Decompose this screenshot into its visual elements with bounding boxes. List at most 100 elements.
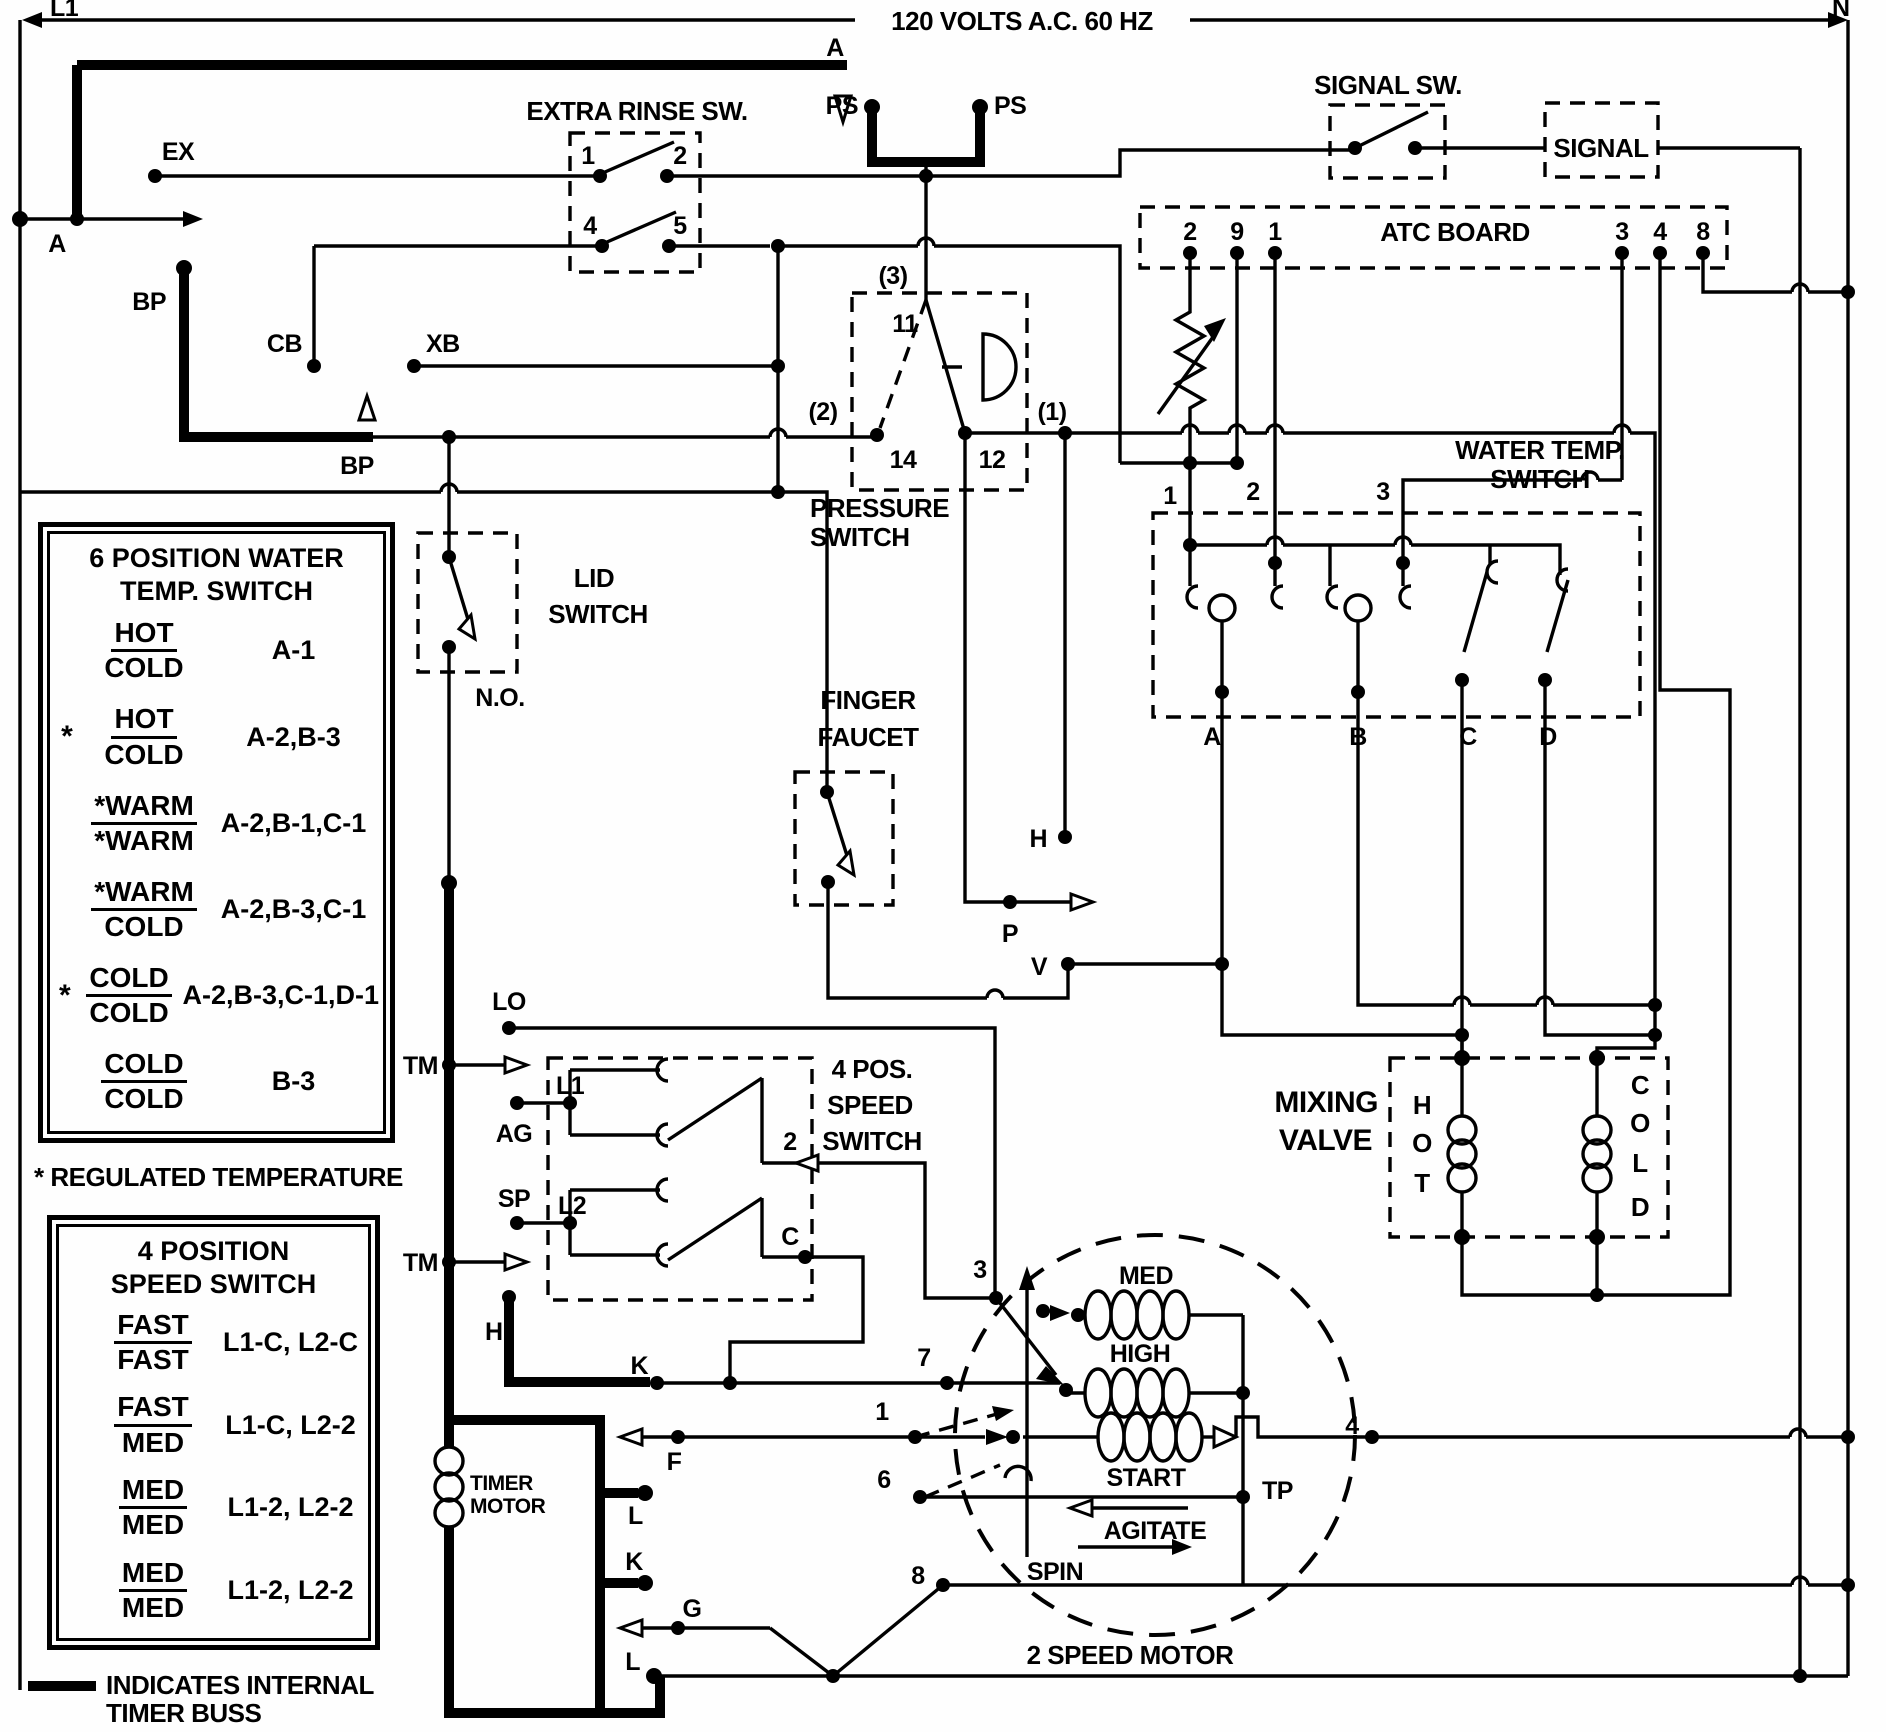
label-signal: SIGNAL <box>1553 133 1649 163</box>
label-wt-3: 3 <box>1376 478 1389 506</box>
label-4pos: 4 POS. <box>832 1054 913 1084</box>
label-agitate: AGITATE <box>1104 1517 1207 1545</box>
f-arrow-icon <box>615 1426 644 1448</box>
label-cb: CB <box>267 330 302 358</box>
label-start: START <box>1107 1464 1186 1492</box>
label-l1: L1 <box>50 0 79 22</box>
start-arrow-icon <box>986 1429 1008 1445</box>
water-temp-switch-box <box>1151 511 1642 719</box>
label-sp: SP <box>498 1185 530 1213</box>
label-a-node: A <box>48 230 66 258</box>
label-ps-14: 14 <box>890 446 917 474</box>
arrows <box>356 94 1240 1639</box>
label-wt-1: 1 <box>1163 482 1177 510</box>
label-lid: LID <box>574 563 614 593</box>
bp-up-arrow-icon <box>356 391 378 422</box>
mixing-valve-coils <box>1446 1050 1613 1302</box>
label-sw-2: 2 <box>783 1128 796 1156</box>
label-4pos-2: SPEED <box>827 1090 913 1120</box>
label-node-1: 1 <box>875 1398 889 1426</box>
label-hi: HI <box>485 1318 509 1346</box>
label-atc-9: 9 <box>1230 218 1243 246</box>
axis-up-arrow-icon <box>1019 1266 1035 1290</box>
label-node-8: 8 <box>911 1562 925 1590</box>
label-v: V <box>1031 953 1048 981</box>
label-node-3: 3 <box>973 1256 986 1284</box>
label-no: N.O. <box>475 684 524 712</box>
g-arrow-icon <box>615 1617 644 1639</box>
label-xb: XB <box>426 330 460 358</box>
blade-arrow-icon <box>1036 1366 1064 1385</box>
label-wt-d: D <box>1539 723 1557 751</box>
label-mixing: MIXING <box>1274 1086 1378 1119</box>
label-a-feed: A <box>826 34 844 62</box>
label-rinse-2: 2 <box>673 142 686 170</box>
label-ps-left: PS <box>826 92 858 120</box>
signal-box <box>1543 101 1660 179</box>
label-legend-1: INDICATES INTERNAL <box>106 1670 374 1700</box>
mixing-valve-box <box>1388 1056 1670 1239</box>
label-lid-2: SWITCH <box>548 599 648 629</box>
label-cold-o: O <box>1630 1108 1650 1138</box>
label-lo: LO <box>492 988 526 1016</box>
label-rinse-1: 1 <box>581 142 595 170</box>
label-4pos-3: SWITCH <box>822 1126 922 1156</box>
label-k-top: K <box>630 1352 648 1380</box>
motor-circle <box>953 1233 1357 1637</box>
agitate-left-arrow-icon <box>1065 1497 1094 1519</box>
signal-switch-box <box>1328 103 1447 180</box>
label-2-speed-motor: 2 SPEED MOTOR <box>1027 1640 1235 1670</box>
speed2-arrow-icon <box>791 1152 820 1174</box>
label-rinse-4: 4 <box>583 212 597 240</box>
label-high: HIGH <box>1110 1340 1171 1368</box>
timer-buss <box>72 60 988 1718</box>
label-bp-top: BP <box>132 288 166 316</box>
label-sw-c: C <box>781 1223 799 1251</box>
label-ag: AG <box>496 1120 533 1148</box>
lid-switch-box <box>416 531 519 674</box>
label-ps-2: (2) <box>808 398 837 426</box>
label-bp-mid: BP <box>340 452 374 480</box>
label-rinse-5: 5 <box>673 212 687 240</box>
label-ps-1: (1) <box>1037 398 1066 426</box>
label-wt-2: 2 <box>1246 478 1259 506</box>
label-n: N <box>1832 0 1850 22</box>
label-h: H <box>1029 825 1047 853</box>
label-valve: VALVE <box>1279 1124 1372 1157</box>
junction-dots <box>148 141 1855 1684</box>
label-f: F <box>667 1448 682 1476</box>
label-ps-11: 11 <box>892 310 918 338</box>
label-volts: 120 VOLTS A.C. 60 HZ <box>891 6 1153 36</box>
label-g: G <box>683 1595 702 1623</box>
label-atc-1: 1 <box>1268 218 1282 246</box>
speed-switch-box <box>546 1056 814 1302</box>
thermistor-icon <box>1172 300 1208 420</box>
label-tp: TP <box>1262 1477 1293 1505</box>
label-atc-3: 3 <box>1615 218 1628 246</box>
label-atc-4: 4 <box>1653 218 1667 246</box>
timer-motor-coil <box>433 1445 465 1477</box>
label-motor: MOTOR <box>470 1495 546 1518</box>
label-k-mid: K <box>625 1548 643 1576</box>
label-timer: TIMER <box>470 1472 533 1495</box>
label-water-temp: WATER TEMP. <box>1455 435 1625 465</box>
med-arrow-icon <box>1050 1305 1070 1321</box>
tm-arrow-icon <box>503 1054 532 1076</box>
speed-table-title: 4 POSITION SPEED SWITCH <box>110 1236 317 1299</box>
label-water-temp-2: SWITCH <box>1490 464 1590 494</box>
arrow-right-icon <box>1828 12 1848 28</box>
label-atc-2: 2 <box>1183 218 1196 246</box>
label-hot-o: O <box>1412 1128 1432 1158</box>
pressure-diaphragm-icon <box>981 332 1018 402</box>
label-hot-t: T <box>1414 1168 1430 1198</box>
p-arrow-icon <box>1069 891 1098 913</box>
